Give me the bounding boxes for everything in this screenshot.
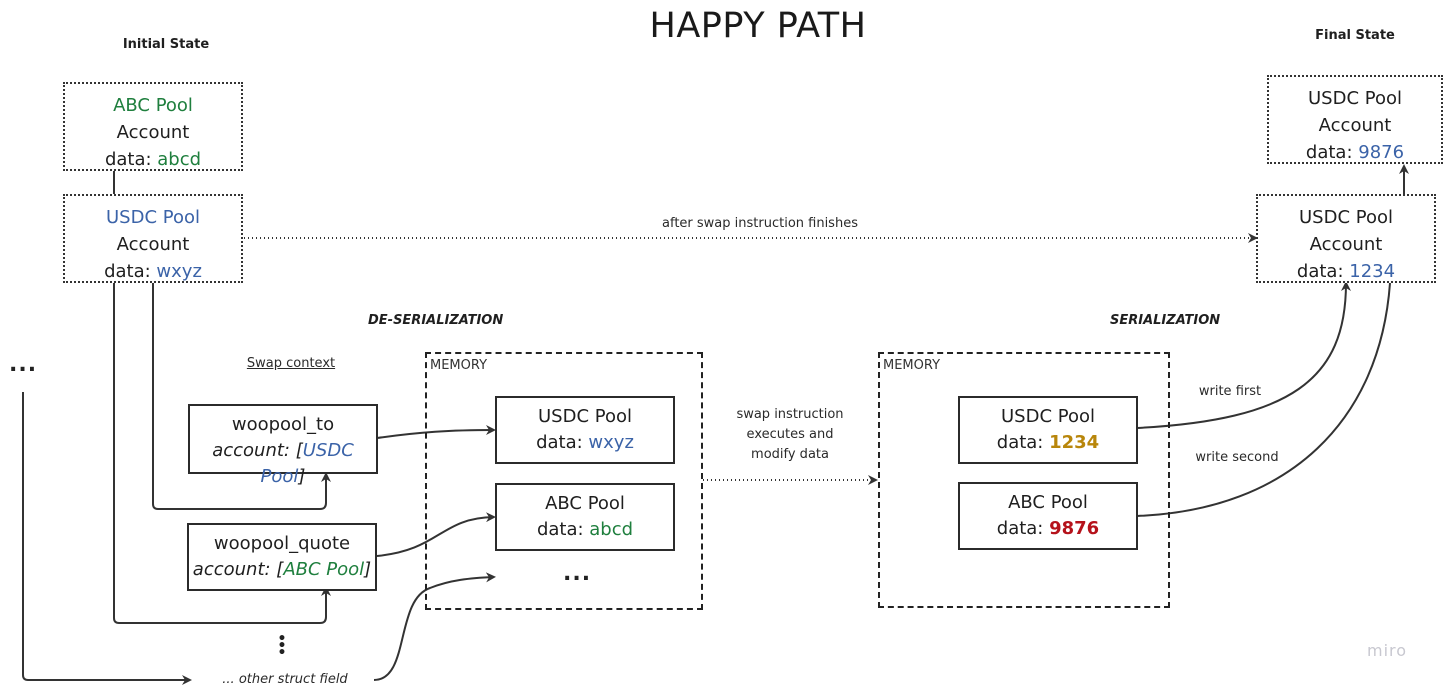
field-account: account: [ABC Pool] <box>192 559 372 580</box>
memory-serialized: MEMORY <box>878 352 1170 608</box>
field-account: account: [USDC Pool] <box>212 440 354 487</box>
deserialization-label: DE-SERIALIZATION <box>368 313 504 328</box>
item-data: data: abcd <box>536 519 634 540</box>
field-woopool-quote[interactable]: woopool_quote account: [ABC Pool] <box>187 523 377 591</box>
item-data: data: wxyz <box>536 432 634 453</box>
vertical-ellipsis: ••• <box>277 631 287 661</box>
other-struct-field: ... other struct field <box>222 672 348 687</box>
account-type: Account <box>116 234 190 255</box>
account-name: USDC Pool <box>106 207 200 228</box>
item-name: USDC Pool <box>538 406 632 427</box>
ellipsis-to-other-field <box>22 392 192 685</box>
field-name: woopool_quote <box>213 533 351 554</box>
memory-label: MEMORY <box>430 358 488 373</box>
usdc-pool-account-final[interactable]: USDC Pool Account data: 9876 <box>1267 75 1443 164</box>
account-name: USDC Pool <box>1308 88 1402 109</box>
account-name: ABC Pool <box>113 95 193 116</box>
serialization-label: SERIALIZATION <box>1110 313 1221 328</box>
account-data: data: 9876 <box>1305 142 1405 163</box>
execute-label: swap instruction executes and modify dat… <box>736 407 844 462</box>
initial-state-label: Initial State <box>122 37 210 52</box>
item-data: data: 9876 <box>996 518 1100 539</box>
data-value: 9876 <box>1358 142 1405 163</box>
memory-item-usdc[interactable]: USDC Pool data: wxyz <box>495 396 675 464</box>
final-state-label: Final State <box>1315 28 1395 43</box>
write-first-label: write first <box>1198 384 1262 399</box>
left-ellipsis: ... <box>9 352 38 377</box>
data-value: wxyz <box>156 261 202 282</box>
memory-ellipsis: ... <box>563 561 592 586</box>
abc-pool-account-initial[interactable]: ABC Pool Account data: abcd <box>63 82 243 171</box>
item-name: USDC Pool <box>1001 406 1095 427</box>
item-name: ABC Pool <box>545 493 625 514</box>
item-data: data: 1234 <box>996 432 1100 453</box>
field-woopool-to[interactable]: woopool_to account: [USDC Pool] <box>188 404 378 487</box>
data-value: abcd <box>157 149 202 170</box>
swap-context-label: Swap context <box>246 356 336 371</box>
account-type: Account <box>1309 234 1383 255</box>
account-type: Account <box>116 122 190 143</box>
usdc-pool-account-initial[interactable]: USDC Pool Account data: wxyz <box>63 194 243 283</box>
page-title: HAPPY PATH <box>649 6 867 46</box>
account-data: data: 1234 <box>1296 261 1396 282</box>
account-data: data: abcd <box>104 149 202 170</box>
after-swap-label: after swap instruction finishes <box>662 216 858 231</box>
usdc-pool-account-mid[interactable]: USDC Pool Account data: 1234 <box>1256 194 1436 283</box>
memory-item-usdc-updated[interactable]: USDC Pool data: 1234 <box>958 396 1138 464</box>
account-type: Account <box>1318 115 1392 136</box>
memory-deserialized: MEMORY <box>425 352 703 610</box>
field-name: woopool_to <box>231 414 335 435</box>
account-name: USDC Pool <box>1299 207 1393 228</box>
item-name: ABC Pool <box>1008 492 1088 513</box>
write-second-label: write second <box>1195 450 1279 465</box>
data-value: 1234 <box>1349 261 1396 282</box>
memory-item-abc-updated[interactable]: ABC Pool data: 9876 <box>958 482 1138 550</box>
memory-item-abc[interactable]: ABC Pool data: abcd <box>495 483 675 551</box>
miro-watermark: miro <box>1367 641 1408 660</box>
account-data: data: wxyz <box>104 261 202 282</box>
memory-label: MEMORY <box>883 358 941 373</box>
